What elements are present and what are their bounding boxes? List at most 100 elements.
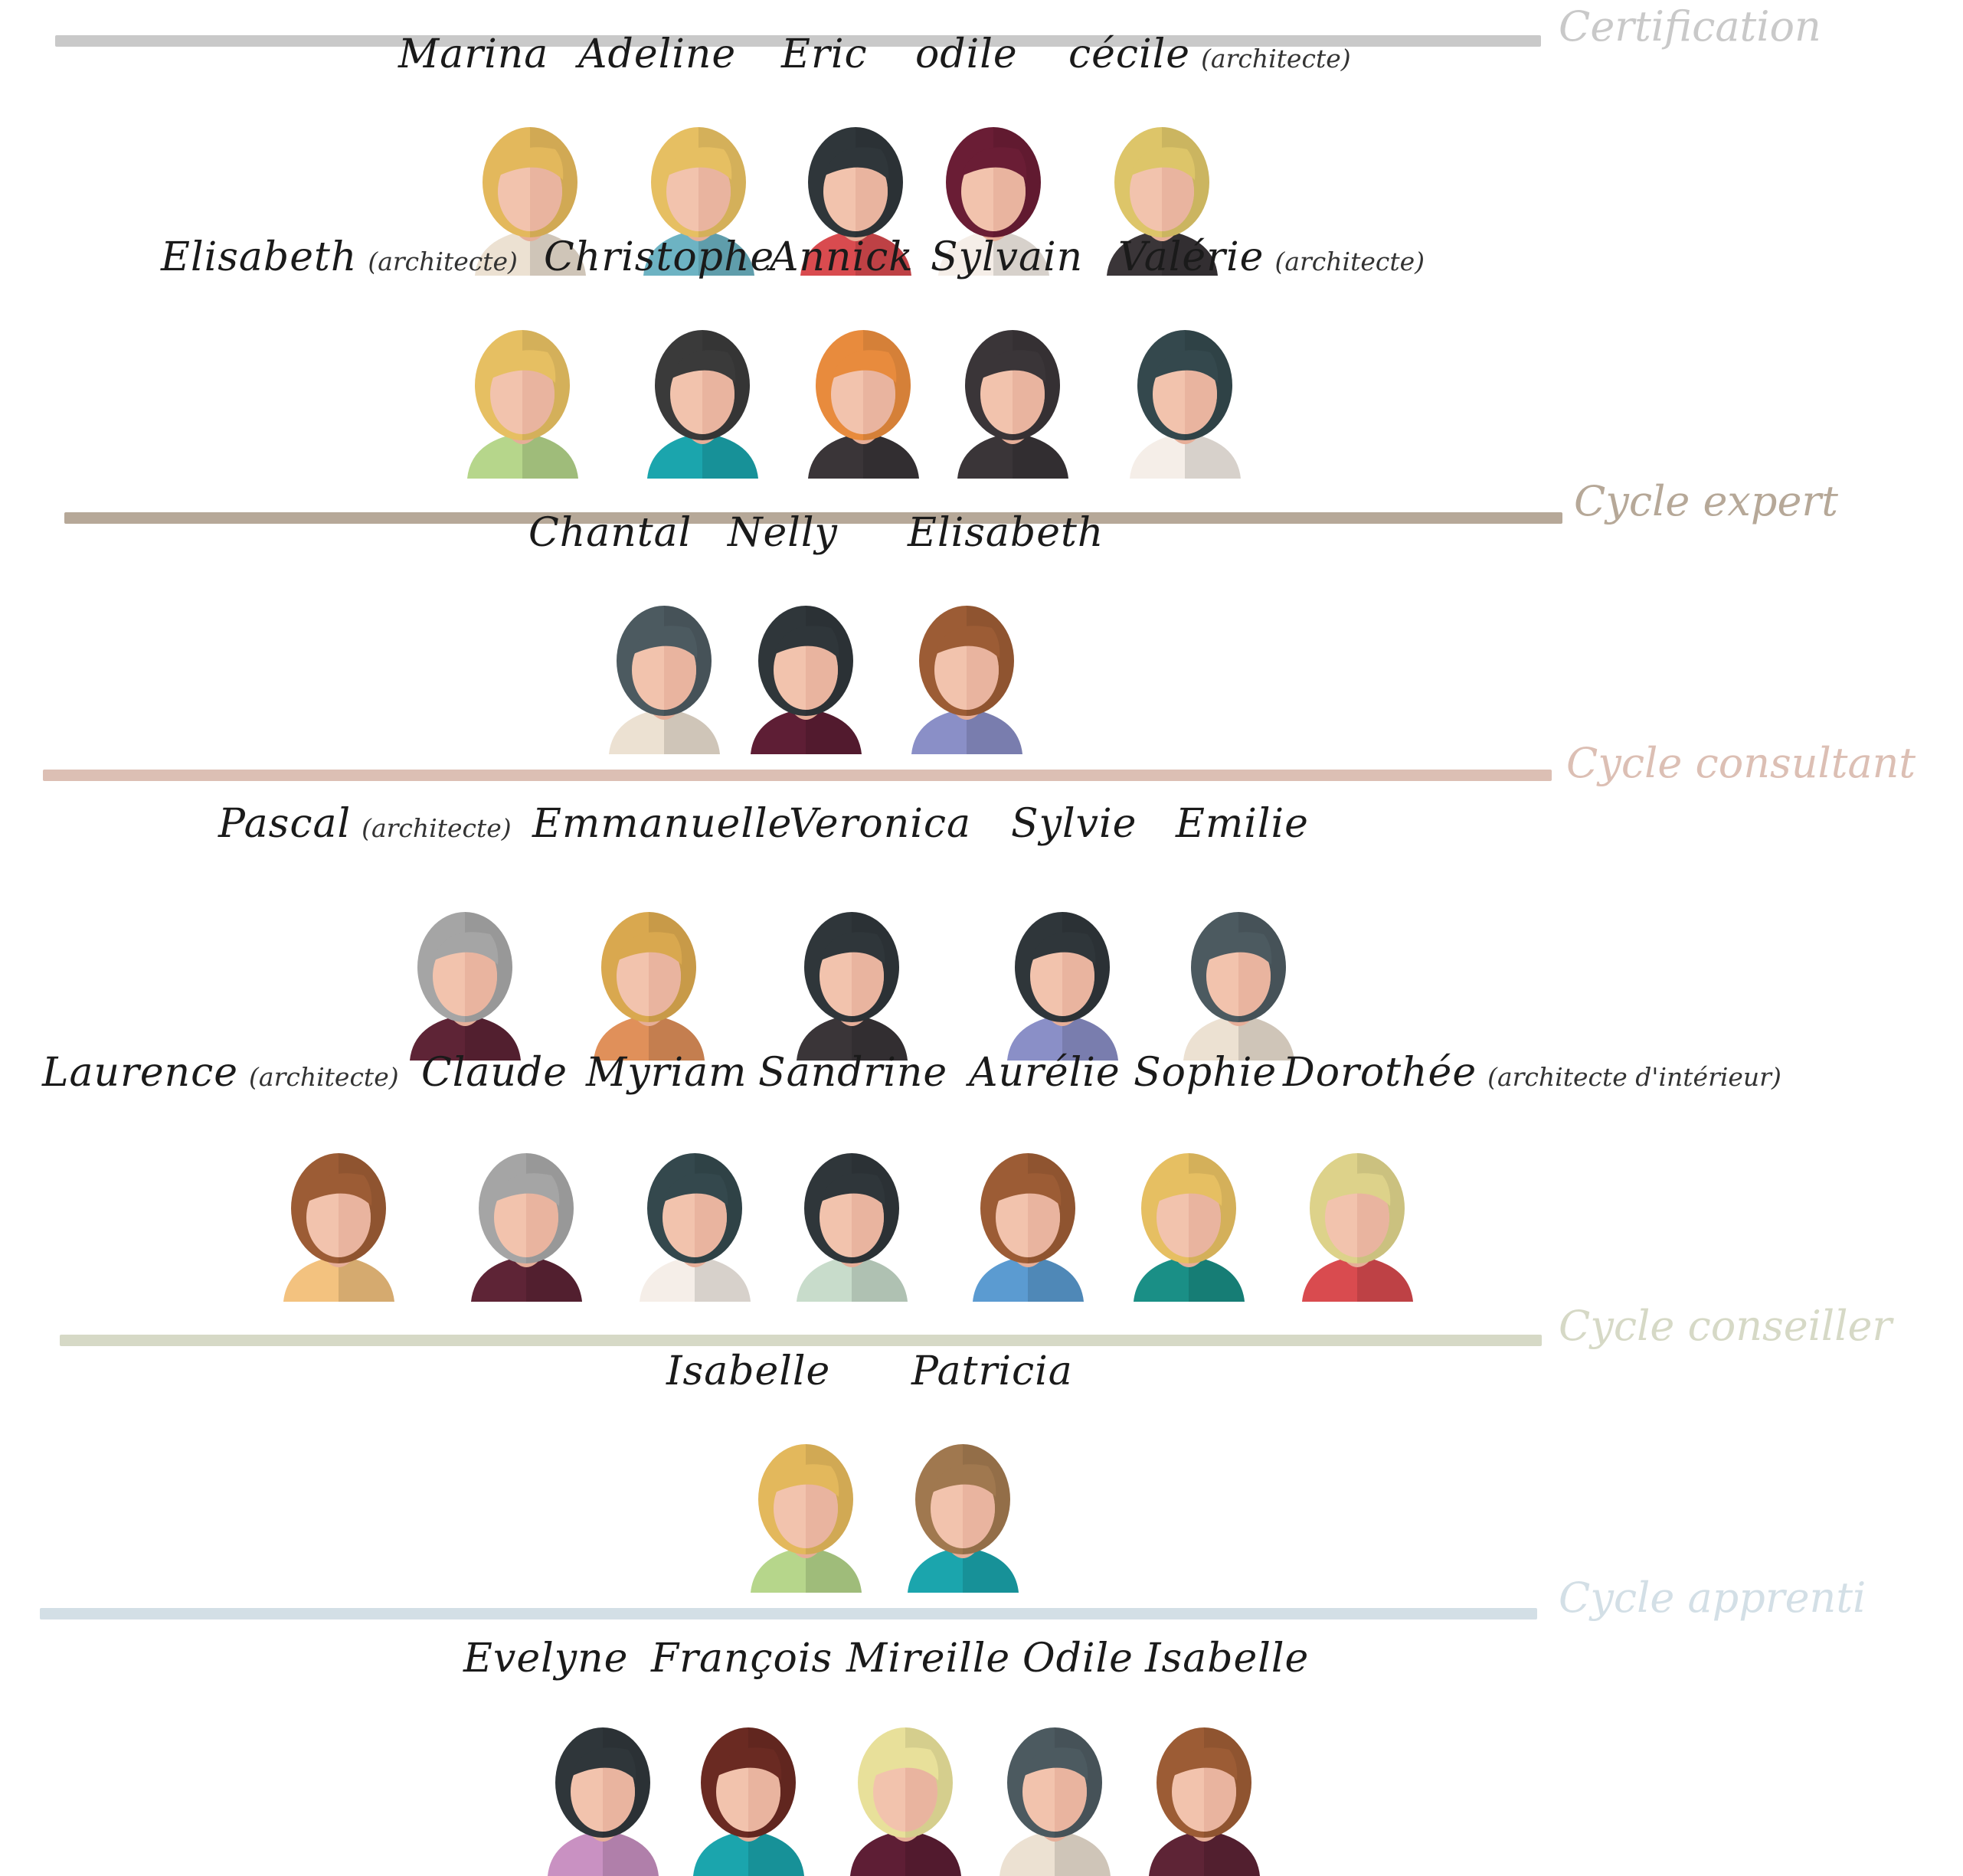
person-first-name: Emmanuelle <box>532 801 793 847</box>
person-name: Emilie <box>1176 804 1309 844</box>
person-first-name: François <box>651 1636 833 1682</box>
avatar-graphic <box>850 1727 961 1876</box>
avatar-graphic <box>1107 127 1218 276</box>
person-first-name: Pascal <box>218 801 352 847</box>
person-name: Laurence(architecte) <box>42 1053 399 1093</box>
person-first-name: Nelly <box>728 510 838 556</box>
person-name: Valérie (architecte) <box>1118 237 1425 277</box>
person-first-name: Mireille <box>846 1636 1011 1682</box>
avatar-graphic <box>475 127 586 276</box>
person-name: Elisabeth (architecte) <box>161 237 518 277</box>
section-rule-certification <box>55 35 1541 47</box>
person-name: Aurélie <box>969 1053 1121 1093</box>
person-first-name: Sandrine <box>758 1050 948 1096</box>
person-name: Emmanuelle <box>532 804 792 844</box>
person-avatar <box>682 1723 816 1876</box>
person-name: Sandrine <box>758 1053 947 1093</box>
section-rule-consultant <box>43 770 1552 781</box>
person-avatar <box>1118 325 1252 479</box>
person-first-name: Valérie <box>1118 234 1264 280</box>
avatar-graphic <box>647 330 758 479</box>
person-avatar <box>785 1149 919 1302</box>
avatar-graphic <box>938 127 1049 276</box>
avatar-graphic <box>594 912 705 1061</box>
avatar-graphic <box>999 1727 1111 1876</box>
person-name: Dorothée (architecte d'intérieur) <box>1283 1053 1781 1093</box>
avatar-graphic <box>471 1153 582 1302</box>
person-avatar <box>961 1149 1095 1302</box>
person-avatar <box>1095 123 1229 276</box>
person-avatar <box>927 123 1061 276</box>
section-rule-conseiller <box>60 1335 1542 1346</box>
avatar-graphic <box>283 1153 394 1302</box>
avatar-graphic <box>1007 912 1118 1061</box>
person-avatar <box>636 325 770 479</box>
person-avatar <box>900 601 1034 754</box>
person-avatar <box>1122 1149 1256 1302</box>
person-avatar <box>632 123 766 276</box>
person-name: Marina <box>398 34 548 74</box>
person-first-name: Evelyne <box>463 1636 629 1682</box>
avatar-graphic <box>467 330 578 479</box>
person-avatar <box>460 1149 594 1302</box>
person-name: Claude <box>421 1053 568 1093</box>
avatar-graphic <box>1149 1727 1260 1876</box>
person-avatar <box>597 601 731 754</box>
person-name: Veronica <box>789 804 971 844</box>
person-first-name: Eric <box>781 31 868 77</box>
person-avatar <box>739 601 873 754</box>
person-avatar <box>1137 1723 1271 1876</box>
person-avatar <box>463 123 597 276</box>
person-name: Sophie <box>1134 1053 1277 1093</box>
person-name: Annick <box>770 237 914 277</box>
person-name: Sylvain <box>931 237 1083 277</box>
person-name: François <box>651 1639 833 1678</box>
person-name: cécile(architecte) <box>1068 34 1351 74</box>
person-first-name: Marina <box>398 31 549 77</box>
avatar-graphic <box>640 1153 751 1302</box>
person-first-name: Aurélie <box>969 1050 1121 1096</box>
section-rule-expert <box>64 512 1562 524</box>
avatar-graphic <box>911 606 1022 754</box>
person-avatar <box>739 1440 873 1593</box>
avatar-graphic <box>808 330 919 479</box>
section-label-consultant: Cycle consultant <box>1566 739 1916 787</box>
person-first-name: Elisabeth <box>908 510 1104 556</box>
person-first-name: Adeline <box>578 31 737 77</box>
person-name: Patricia <box>911 1351 1073 1391</box>
avatar-graphic <box>957 330 1068 479</box>
person-avatar <box>628 1149 762 1302</box>
person-first-name: Dorothée <box>1283 1050 1477 1096</box>
person-avatar <box>785 907 919 1061</box>
person-role: (architecte d'intérieur) <box>1487 1062 1781 1092</box>
avatar-graphic <box>548 1727 659 1876</box>
person-first-name: Christophe <box>544 234 775 280</box>
person-avatar <box>272 1149 406 1302</box>
avatar-graphic <box>751 1444 862 1593</box>
person-avatar <box>896 1440 1030 1593</box>
person-first-name: Odile <box>1022 1636 1134 1682</box>
person-name: odile <box>915 34 1018 74</box>
avatar-graphic <box>751 606 862 754</box>
person-avatar <box>456 325 590 479</box>
person-avatar <box>839 1723 973 1876</box>
person-role: (architecte) <box>1274 247 1425 276</box>
avatar-graphic <box>800 127 911 276</box>
avatar-graphic <box>410 912 521 1061</box>
section-label-certification: Certification <box>1559 2 1821 51</box>
avatar-graphic <box>797 912 908 1061</box>
avatar-graphic <box>1130 330 1241 479</box>
person-role: (architecte) <box>368 247 518 276</box>
person-first-name: Veronica <box>789 801 971 847</box>
person-avatar <box>996 907 1130 1061</box>
person-avatar <box>946 325 1080 479</box>
person-role: (architecte) <box>249 1062 399 1092</box>
person-avatar <box>398 907 532 1061</box>
person-first-name: Sylvie <box>1011 801 1137 847</box>
person-avatar <box>797 325 931 479</box>
person-avatar <box>988 1723 1122 1876</box>
avatar-graphic <box>1302 1153 1413 1302</box>
person-name: Elisabeth <box>908 513 1104 553</box>
person-name: Nelly <box>728 513 838 553</box>
person-first-name: Elisabeth <box>161 234 358 280</box>
